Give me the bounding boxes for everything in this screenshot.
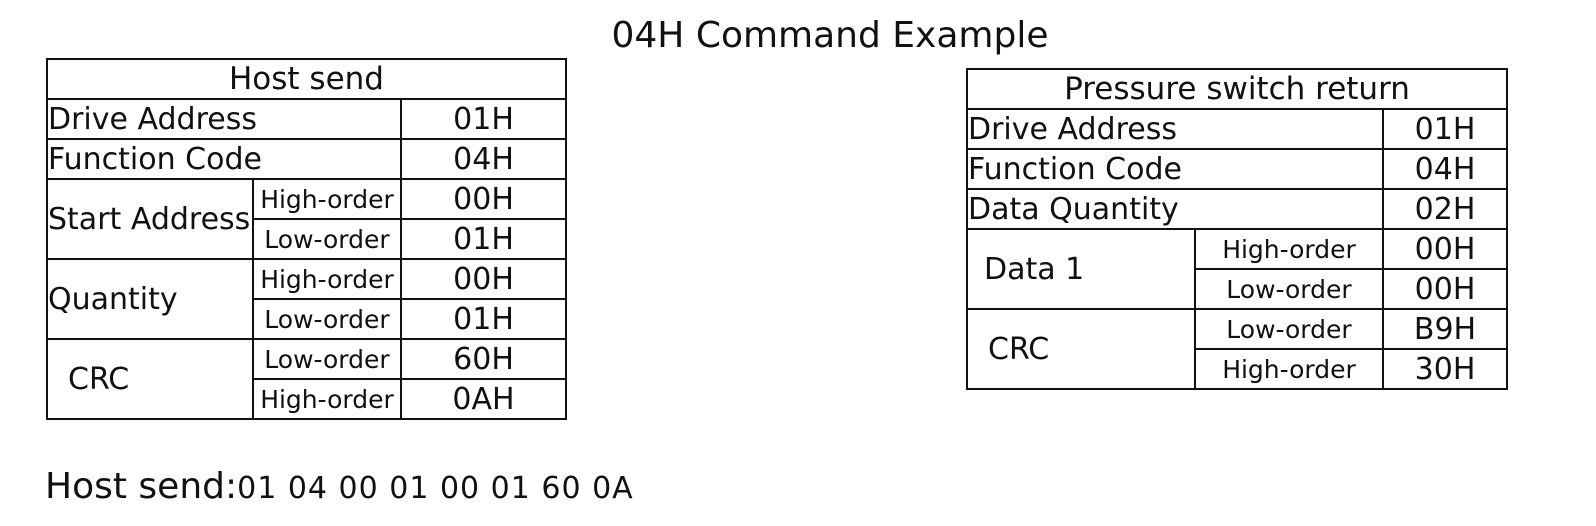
crc-high-label: High-order	[252, 378, 402, 420]
crc-high-value: 0AH	[399, 378, 568, 420]
start-address-high-label: High-order	[252, 178, 402, 220]
table-row: Drive Address 01H	[46, 98, 568, 140]
quantity-low-label: Low-order	[252, 298, 402, 340]
pressure-switch-return-table: Pressure switch return Drive Address 01H…	[965, 68, 1509, 390]
table-row: Low-order 01H	[47, 218, 568, 260]
page-title: 04H Command Example	[611, 15, 1049, 56]
drive-address-label: Drive Address	[46, 98, 402, 140]
start-address-low-value: 01H	[399, 218, 568, 260]
data1-low-value: 00H	[1381, 268, 1509, 310]
crc-low-value: B9H	[1381, 308, 1509, 350]
crc-label: CRC	[46, 338, 254, 420]
function-code-label: Function Code	[966, 148, 1384, 190]
crc-high-value: 30H	[1381, 348, 1509, 390]
function-code-value: 04H	[1381, 148, 1509, 190]
host-send-line: Host send:01 04 00 01 00 01 60 0A	[45, 462, 634, 518]
table-row: High-order 0AH	[47, 378, 568, 420]
start-address-label: Start Address	[46, 178, 254, 260]
crc-label: CRC	[966, 308, 1196, 390]
data1-label: Data 1	[966, 228, 1196, 310]
data1-high-label: High-order	[1194, 228, 1384, 270]
return-table-header: Pressure switch return	[965, 68, 1509, 110]
crc-low-label: Low-order	[252, 338, 402, 380]
table-row: High-order 30H	[967, 348, 1509, 390]
drive-address-value: 01H	[399, 98, 568, 140]
table-row: CRC Low-order 60H	[46, 338, 568, 420]
drive-address-value: 01H	[1381, 108, 1509, 150]
host-send-table: Host send Drive Address 01H Function Cod…	[45, 58, 568, 420]
data1-high-value: 00H	[1381, 228, 1509, 270]
host-table-header: Host send	[45, 58, 568, 100]
host-send-bytes: 01 04 00 01 00 01 60 0A	[237, 471, 634, 506]
quantity-low-value: 01H	[399, 298, 568, 340]
data-quantity-label: Data Quantity	[966, 188, 1384, 230]
start-address-low-label: Low-order	[252, 218, 402, 260]
data-quantity-value: 02H	[1381, 188, 1509, 230]
table-row: Drive Address 01H	[966, 108, 1509, 150]
data1-low-label: Low-order	[1194, 268, 1384, 310]
table-row: Data 1 High-order 00H	[966, 228, 1509, 310]
quantity-high-label: High-order	[252, 258, 402, 300]
host-send-label: Host send:	[45, 466, 238, 507]
function-code-label: Function Code	[46, 138, 402, 180]
drive-address-label: Drive Address	[966, 108, 1384, 150]
function-code-value: 04H	[399, 138, 568, 180]
table-row: Data Quantity 02H	[966, 188, 1509, 230]
table-row: Function Code 04H	[46, 138, 568, 180]
quantity-high-value: 00H	[399, 258, 568, 300]
table-row: CRC Low-order B9H	[966, 308, 1509, 390]
table-row: Start Address High-order 00H	[46, 178, 568, 260]
table-row: Low-order 01H	[47, 298, 568, 340]
start-address-high-value: 00H	[399, 178, 568, 220]
crc-high-label: High-order	[1194, 348, 1384, 390]
table-row: Function Code 04H	[966, 148, 1509, 190]
host-header-row: Host send	[45, 58, 568, 100]
table-row: Quantity High-order 00H	[46, 258, 568, 340]
crc-low-label: Low-order	[1194, 308, 1384, 350]
quantity-label: Quantity	[46, 258, 254, 340]
return-header-row: Pressure switch return	[965, 68, 1509, 110]
table-row: Low-order 00H	[967, 268, 1509, 310]
crc-low-value: 60H	[399, 338, 568, 380]
